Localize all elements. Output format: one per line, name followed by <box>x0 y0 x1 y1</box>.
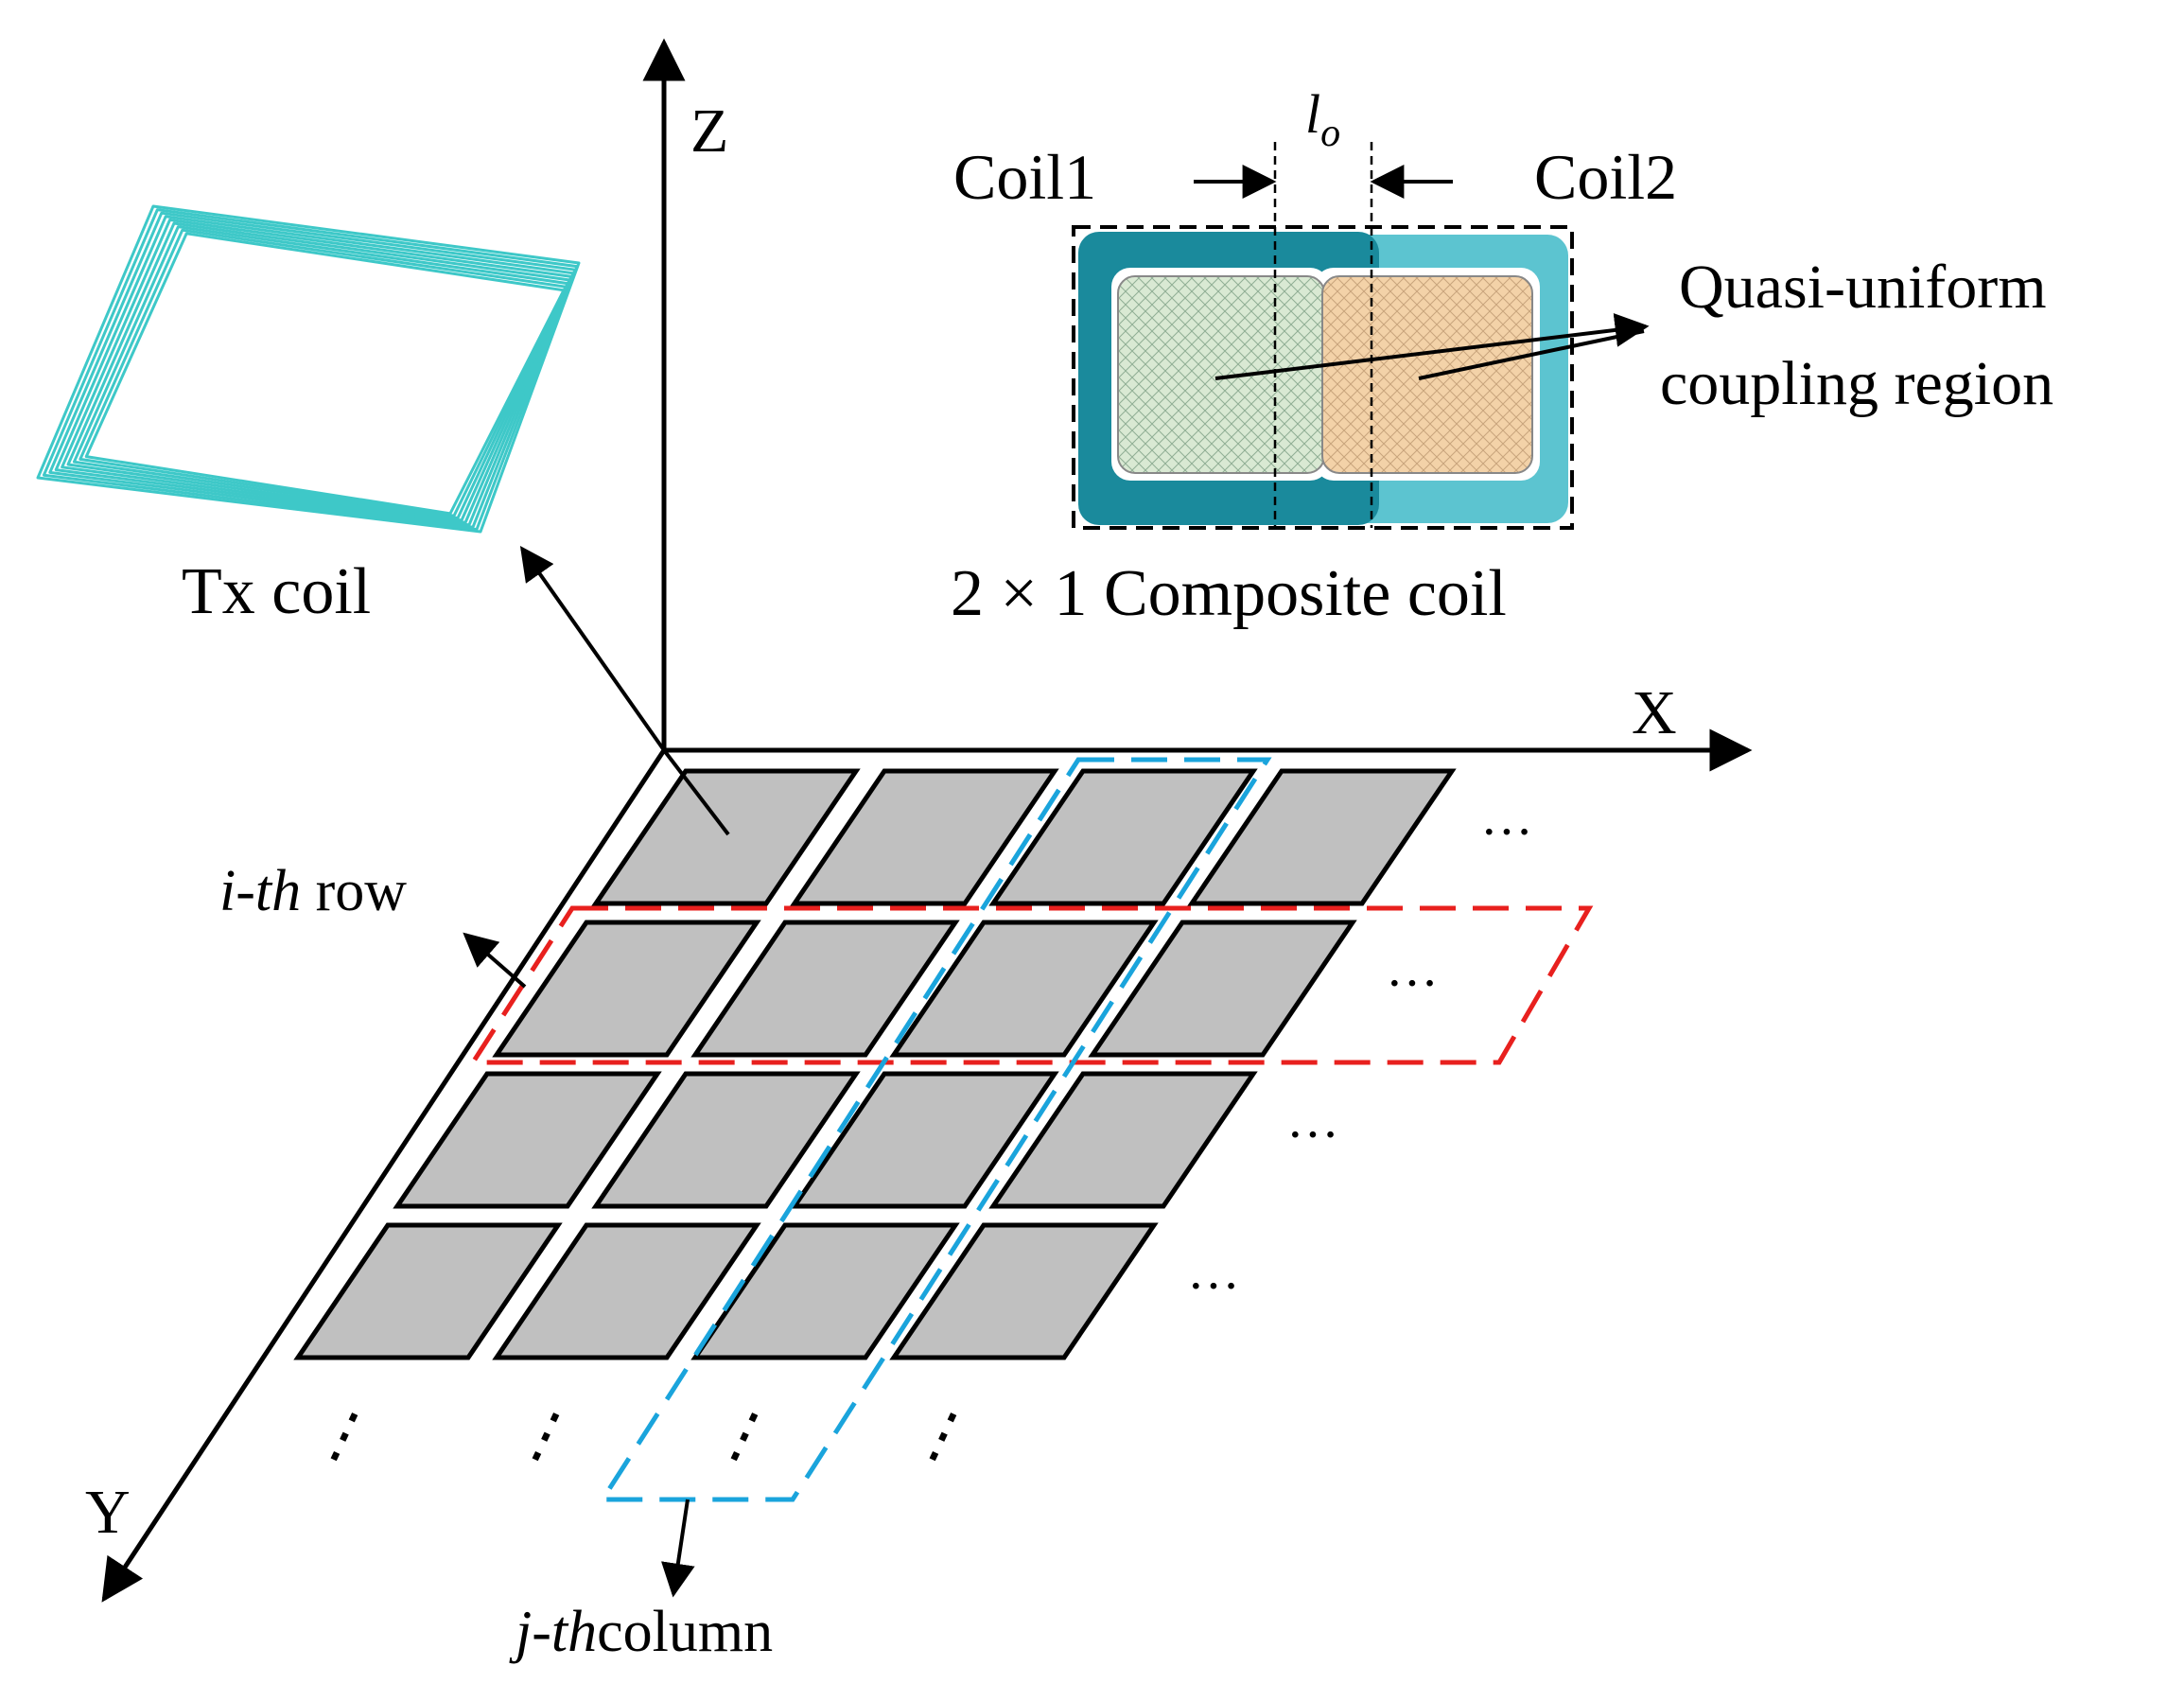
rx-coil-cell <box>790 768 1059 906</box>
composite-coil-caption: 2 × 1 Composite coil <box>951 557 1507 630</box>
rx-coil-cell <box>393 1071 662 1209</box>
rx-coil-cell <box>492 1222 761 1360</box>
tx-coil-winding <box>61 218 573 524</box>
row-highlight <box>468 905 1594 1065</box>
region-pointer-2 <box>1418 329 1645 380</box>
more-columns-indicator: ··· <box>1187 1257 1240 1316</box>
coupling-region-2 <box>1321 275 1533 474</box>
rx-coil-grid <box>293 768 1457 1360</box>
more-rows-indicator: ⋮ <box>702 1392 788 1481</box>
coil2-label: Coil2 <box>1534 141 1677 213</box>
rx-coil-cell <box>492 920 761 1058</box>
rx-coil-cell <box>690 920 960 1058</box>
row-label: i-th row <box>219 859 407 923</box>
tx-coil-winding <box>54 215 575 527</box>
rx-coil-cell <box>1187 768 1457 906</box>
rx-coil-cell <box>889 920 1159 1058</box>
rx-coil-cell <box>889 1222 1159 1360</box>
region-label-line2: coupling region <box>1660 349 2053 418</box>
y-axis <box>101 748 667 1603</box>
tx-coil-winding <box>72 225 569 520</box>
tx-coil-winding <box>48 211 577 529</box>
row-label-pointer <box>463 932 527 989</box>
rx-coil-cell <box>1088 920 1357 1058</box>
tx-coil-winding <box>36 204 581 534</box>
more-rows-indicator: ⋮ <box>302 1392 388 1481</box>
tx-coil-icon <box>36 204 581 534</box>
tx-coil-winding <box>79 228 568 517</box>
column-highlight <box>598 757 1272 1502</box>
tx-coil-label: Tx coil <box>182 555 371 628</box>
rx-coil-cell <box>988 768 1258 906</box>
more-columns-indicator: ··· <box>1386 955 1439 1013</box>
overlap-length-label: lo <box>1305 83 1340 155</box>
tx-coil-winding <box>42 208 579 532</box>
more-columns-indicator: ··· <box>1480 803 1533 862</box>
row-label-italic: i-th <box>219 859 301 923</box>
tx-coil-pointer <box>519 546 666 752</box>
column-label-italic: j-th <box>509 1600 597 1664</box>
rx-coil-cell <box>690 1222 960 1360</box>
more-rows-indicator: ⋮ <box>503 1392 589 1481</box>
more-columns-indicator: ··· <box>1286 1106 1339 1165</box>
column-label-text: column <box>597 1600 773 1664</box>
more-rows-indicator: ⋮ <box>900 1392 987 1481</box>
tx-coil-winding <box>66 221 571 522</box>
y-axis-label: Y <box>85 1478 131 1547</box>
x-axis-label: X <box>1632 678 1677 747</box>
overlap-symbol: l <box>1305 83 1320 145</box>
coupling-region-1 <box>1117 275 1325 474</box>
composite-coil-inset <box>1072 142 1650 530</box>
rx-coil-cell <box>591 1071 861 1209</box>
tx-coil-winding <box>84 232 566 516</box>
rx-coil-cell <box>790 1071 1059 1209</box>
overlap-subscript: o <box>1320 112 1340 155</box>
column-label-pointer <box>661 1499 695 1598</box>
coil1-label: Coil1 <box>953 141 1096 213</box>
region-pointer-1 <box>1214 313 1650 380</box>
row-label-text: row <box>301 859 407 923</box>
rx-coil-cell <box>591 768 861 906</box>
region-label-line1: Quasi-uniform <box>1679 253 2047 322</box>
rx-coil-cell <box>988 1071 1258 1209</box>
rx-coil-cell <box>293 1222 563 1360</box>
composite-coil-boundary <box>1072 225 1574 530</box>
z-axis-label: Z <box>690 96 728 166</box>
column-label: j-thcolumn <box>509 1600 773 1664</box>
tx-coil-pointer-tail <box>662 748 730 836</box>
